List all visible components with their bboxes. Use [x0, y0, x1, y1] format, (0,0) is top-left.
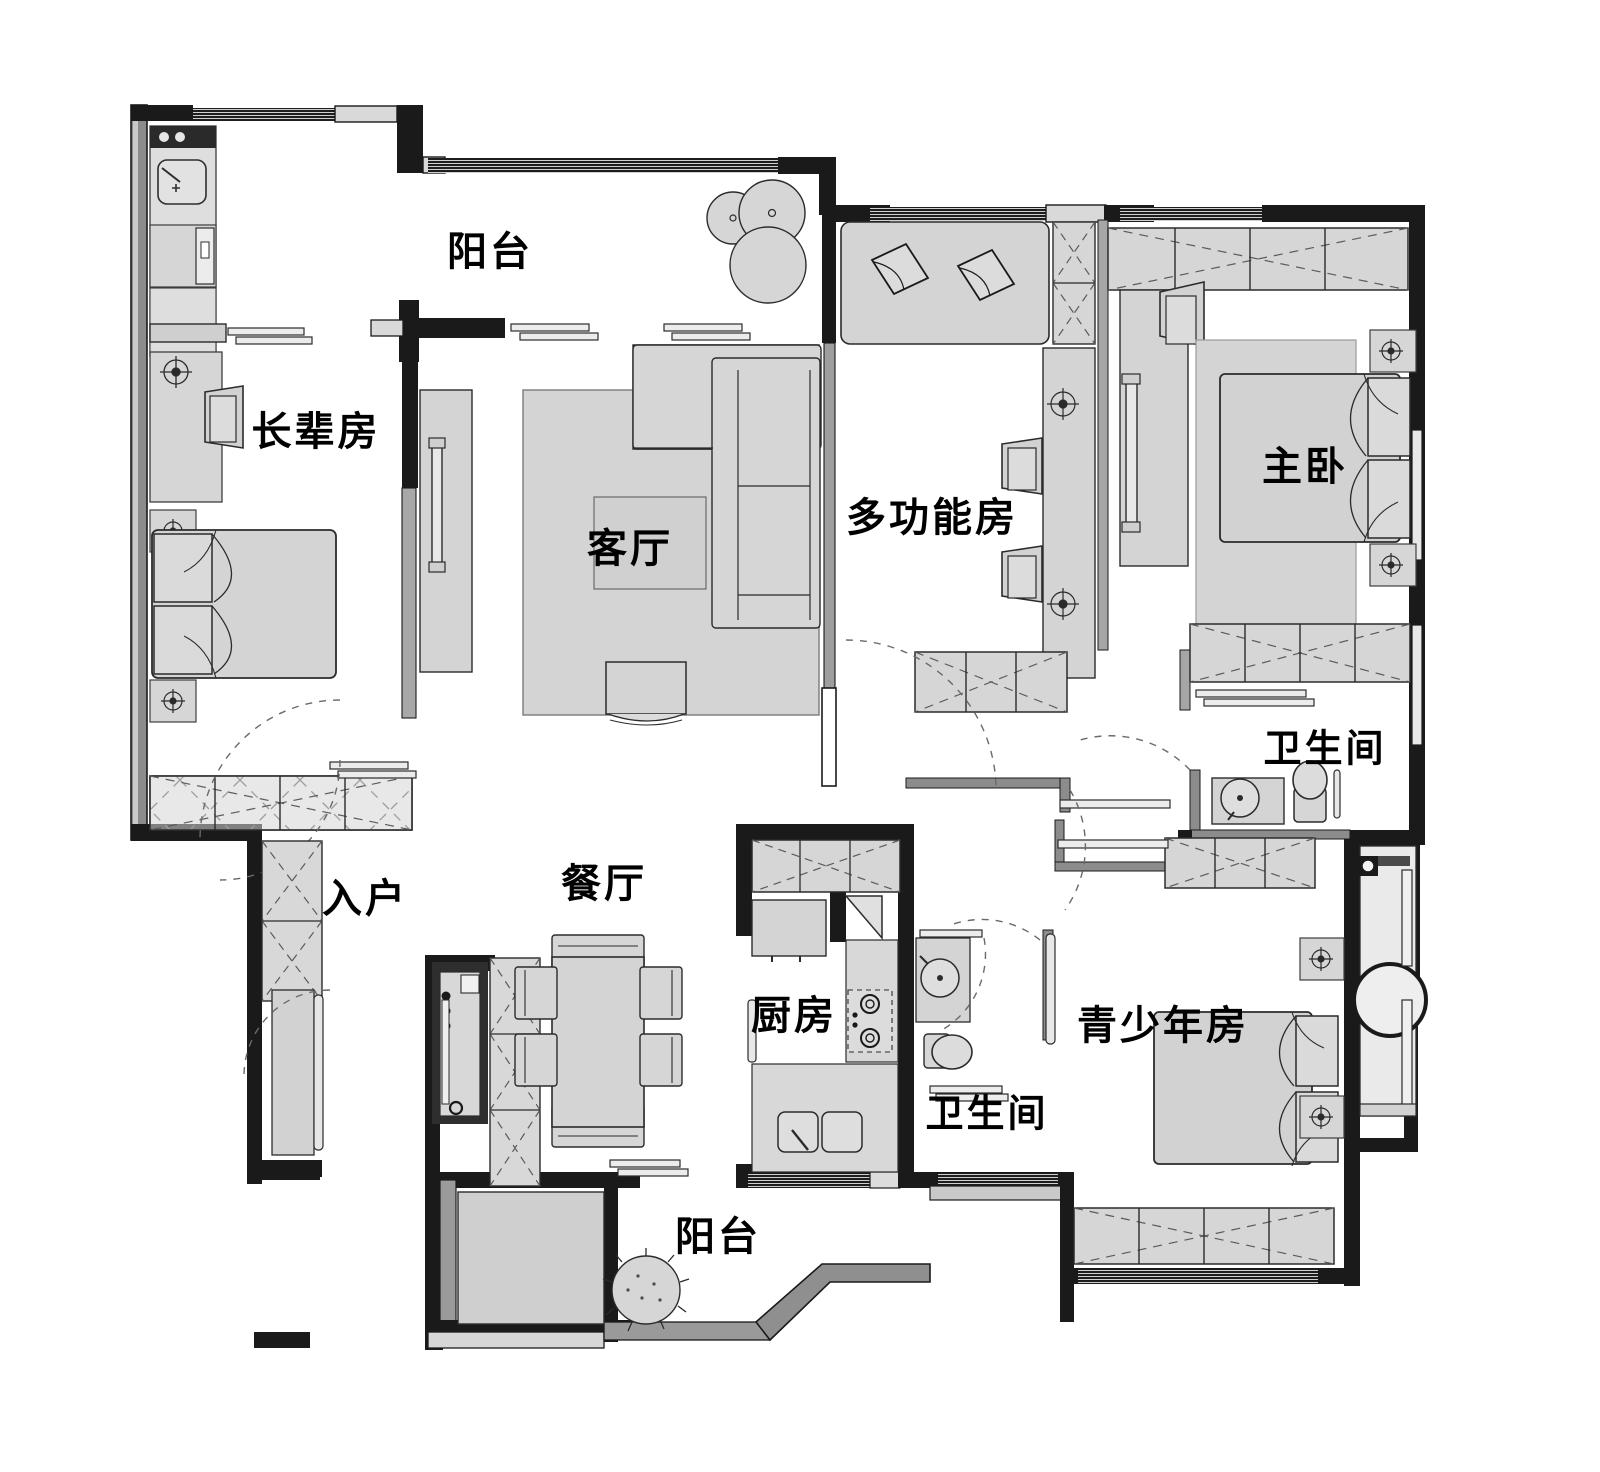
balcony-south-fixtures [457, 1191, 690, 1332]
shrub-planter [602, 1248, 690, 1332]
living-room-fixtures [522, 344, 822, 726]
room-label-dining-room: 餐厅 [561, 861, 647, 907]
entry-fixtures [243, 840, 331, 1156]
master-bedroom-fixtures [1107, 227, 1417, 707]
room-label-balcony-south: 阳台 [675, 1214, 761, 1260]
room-label-elder-room: 长辈房 [251, 409, 381, 455]
room-label-teen-room: 青少年房 [1077, 1003, 1249, 1049]
balcony-east-fixtures [1352, 845, 1428, 1117]
multi-purpose-fixtures [840, 221, 1096, 791]
room-label-living-room: 客厅 [587, 526, 673, 572]
teen-room-fixtures [947, 918, 1345, 1265]
room-label-multi-purpose: 多功能房 [846, 495, 1018, 541]
room-label-kitchen: 厨房 [751, 993, 837, 1039]
room-label-balcony-north: 阳台 [447, 229, 533, 275]
kitchen-fixtures [747, 839, 901, 1173]
room-label-bathroom-main: 卫生间 [1263, 726, 1387, 771]
elder-room-fixtures [149, 351, 473, 881]
balcony-north-fixtures [149, 125, 807, 357]
bathroom-guest-fixtures [915, 929, 1009, 1102]
bathroom-main-fixtures [1057, 735, 1341, 911]
planters [706, 179, 807, 304]
room-label-entry-foyer: 入户 [322, 876, 408, 922]
dining-room-fixtures [432, 934, 689, 1187]
room-label-bathroom-guest: 卫生间 [925, 1091, 1049, 1136]
room-label-master-bedroom: 主卧 [1262, 444, 1348, 490]
